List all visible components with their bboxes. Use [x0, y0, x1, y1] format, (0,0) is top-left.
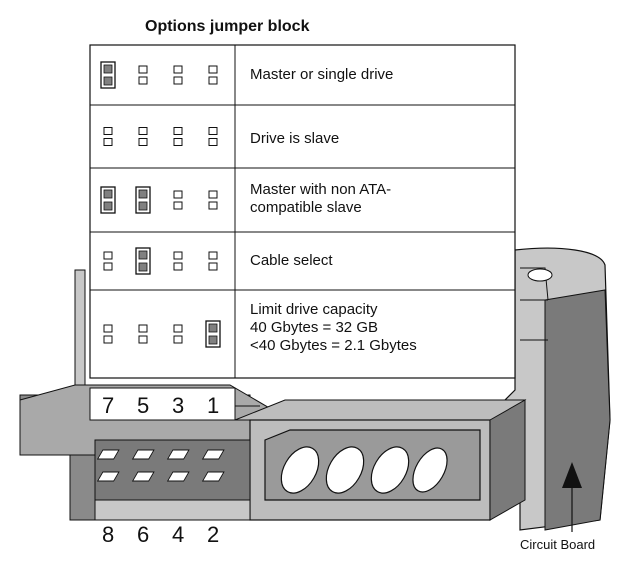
connector-top — [234, 399, 527, 421]
header-pin — [96, 449, 120, 460]
pin-number-8: 8 — [102, 522, 115, 547]
jumper-pin — [138, 201, 148, 211]
header-pin — [201, 449, 225, 460]
jumper-pin — [103, 76, 113, 86]
jumper-pin — [103, 201, 113, 211]
jumper-pin — [173, 127, 183, 135]
pin-number-5: 5 — [137, 393, 150, 418]
jumper-pin — [208, 335, 218, 345]
jumper-pin — [138, 76, 148, 85]
jumper-pin — [173, 201, 183, 210]
pin-label-tab — [89, 387, 236, 421]
jumper-pin — [208, 65, 218, 74]
jumper-pin — [173, 190, 183, 199]
connector-side — [489, 399, 526, 521]
socket-pins — [280, 446, 448, 494]
jumper-pin — [138, 324, 148, 333]
jumper-pin — [103, 189, 113, 199]
jumper-pin — [138, 250, 148, 260]
jumper-pin — [138, 189, 148, 199]
option-label-master: Master or single drive — [250, 66, 394, 83]
jumper-pin — [208, 201, 218, 210]
jumper-pin — [138, 262, 148, 272]
header-pin — [166, 449, 190, 460]
jumper-pin — [173, 251, 183, 260]
drive-left-shadow — [74, 269, 86, 386]
jumper-pin — [173, 65, 183, 74]
drive-side-panel — [544, 289, 611, 531]
jumper-pin — [173, 262, 183, 271]
jumper-pin — [103, 262, 113, 271]
pin-number-4: 4 — [172, 522, 185, 547]
jumper-pin — [138, 138, 148, 146]
jumper-pin — [103, 324, 113, 333]
option-label-cable-select: Cable select — [250, 252, 333, 269]
pin-number-1: 1 — [207, 393, 220, 418]
jumper-pin — [103, 335, 113, 344]
jumper-pin-recess — [94, 439, 251, 501]
header-pin — [131, 449, 155, 460]
pin-number-3: 3 — [172, 393, 185, 418]
header-pin — [201, 471, 225, 482]
header-pin — [96, 471, 120, 482]
circuit-board-label: Circuit Board — [520, 537, 596, 552]
table-frame — [89, 44, 516, 379]
diagram-title: Options jumper block — [145, 18, 310, 35]
jumper-pin — [173, 138, 183, 146]
pin-number-2: 2 — [207, 522, 220, 547]
jumper-pin — [208, 138, 218, 146]
jumper-pin — [208, 251, 218, 260]
jumper-pin — [173, 76, 183, 85]
jumper-pin — [103, 138, 113, 146]
jumper-pin-ledge — [94, 499, 251, 521]
jumper-pin — [208, 76, 218, 85]
option-label-limit-capacity: Limit drive capacity 40 Gbytes = 32 GB <… — [250, 301, 417, 354]
header-pin — [131, 471, 155, 482]
drive-casing-edge — [520, 267, 549, 341]
jumper-pin — [173, 324, 183, 333]
jumper-pin — [138, 335, 148, 344]
jumper-pin — [103, 127, 113, 135]
jumper-pins — [96, 449, 225, 482]
jumper-pin — [103, 251, 113, 260]
drive-mount-hole — [527, 268, 553, 282]
circuit-board-arrow — [562, 462, 582, 532]
pin-number-7: 7 — [102, 393, 115, 418]
jumper-pin — [208, 323, 218, 333]
jumper-pin — [138, 65, 148, 74]
jumper-pin — [208, 190, 218, 199]
jumper-pin — [138, 127, 148, 135]
header-pin — [166, 471, 190, 482]
options-table — [89, 44, 516, 379]
option-label-slave: Drive is slave — [250, 130, 340, 147]
jumper-pin — [208, 127, 218, 135]
jumper-pin — [103, 64, 113, 74]
option-label-master-nonata: Master with non ATA- compatible slave — [250, 181, 392, 216]
pin-number-6: 6 — [137, 522, 150, 547]
jumper-pin — [208, 262, 218, 271]
jumper-pin — [173, 335, 183, 344]
